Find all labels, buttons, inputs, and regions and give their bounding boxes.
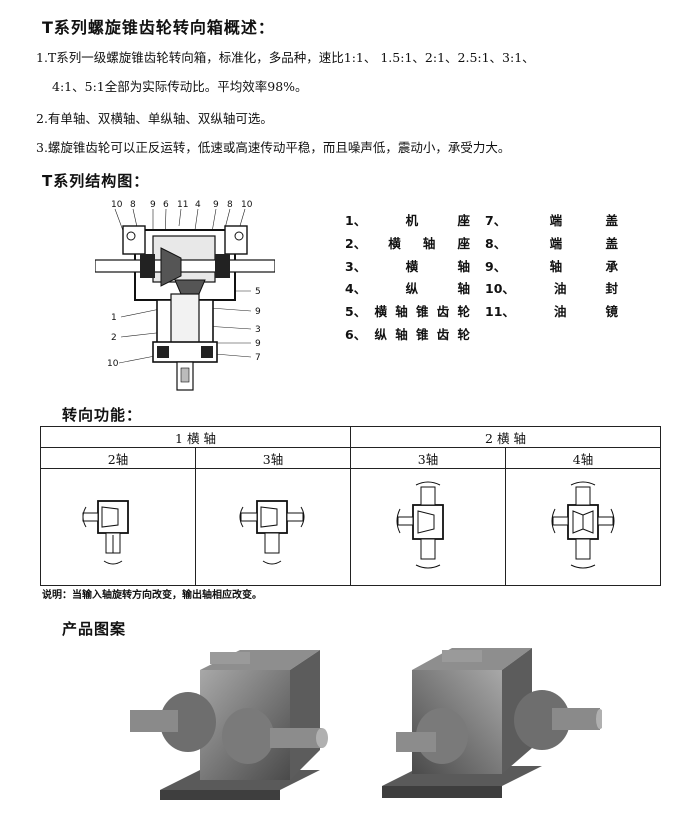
legend-entry-left: 2、 横 轴 座 xyxy=(345,233,470,256)
num-left-1: 2 xyxy=(111,333,117,343)
num-top-8: 10 xyxy=(241,200,253,210)
legend-char: 镜 xyxy=(605,304,618,320)
legend-number: 5、 xyxy=(345,304,367,320)
legend-char: 横 xyxy=(405,258,419,274)
legend-char: 锥 xyxy=(415,304,429,320)
legend-number: 4、 xyxy=(345,281,367,297)
group-1-header: 1 横 轴 xyxy=(40,426,351,448)
legend-number: 2、 xyxy=(345,235,367,251)
config-3-shaft-a xyxy=(195,468,351,586)
legend-char: 齿 xyxy=(436,304,450,320)
legend-entry-right: 9、 轴 承 xyxy=(485,256,618,279)
legend-entry-left: 5、横轴锥齿轮 xyxy=(345,301,470,324)
product-photo-1 xyxy=(130,640,340,812)
num-right-1: 9 xyxy=(255,307,261,317)
num-top-6: 9 xyxy=(213,200,219,210)
paragraph-3: 3.螺旋锥齿轮可以正反运转，低速或高速传动平稳，而且噪声低，震动小，承受力大。 xyxy=(36,140,511,155)
col-header-3: 4轴 xyxy=(505,447,661,469)
product-photo-2 xyxy=(372,636,602,812)
num-right-4: 7 xyxy=(255,353,261,363)
legend-char: 油 xyxy=(553,304,567,320)
legend-char: 盖 xyxy=(605,213,618,228)
structure-diagram: 10 8 9 6 11 4 9 8 10 5 9 3 9 7 1 2 10 xyxy=(95,196,275,396)
num-right-0: 5 xyxy=(255,287,261,297)
legend-row: 5、横轴锥齿轮 11、 油 镜 xyxy=(345,301,645,324)
legend-entry-right: 8、 端 盖 xyxy=(485,233,618,256)
num-top-4: 11 xyxy=(177,200,188,210)
legend-char: 轮 xyxy=(457,326,470,342)
heading-structure: T系列结构图： xyxy=(42,172,150,190)
config-2-shaft-a xyxy=(40,468,196,586)
legend-entry-right: 10、 油 封 xyxy=(485,278,618,301)
legend-char: 端 xyxy=(549,235,563,251)
legend-char: 座 xyxy=(457,235,470,251)
legend-char: 座 xyxy=(457,213,470,228)
paragraph-2: 2.有单轴、双横轴、单纵轴、双纵轴可选。 xyxy=(36,111,273,126)
legend-char: 封 xyxy=(605,281,618,297)
legend-number: 3、 xyxy=(345,258,367,274)
config-3-shaft-b xyxy=(350,468,506,586)
legend-row: 4、 纵 轴 10、 油 封 xyxy=(345,278,645,301)
legend-number: 1、 xyxy=(345,213,367,228)
heading-direction: 转向功能： xyxy=(62,406,143,424)
col-header-1: 3轴 xyxy=(195,447,351,469)
num-left-2: 10 xyxy=(107,359,119,369)
num-right-3: 9 xyxy=(255,339,261,349)
legend-entry-left: 6、纵轴锥齿轮 xyxy=(345,324,470,347)
legend-entry-right: 11、 油 镜 xyxy=(485,301,618,324)
legend-entry-left: 1、 机 座 xyxy=(345,210,470,233)
legend-number: 6、 xyxy=(345,326,367,342)
num-right-2: 3 xyxy=(255,325,261,335)
legend-char: 承 xyxy=(605,258,618,274)
legend-entry-left: 3、 横 轴 xyxy=(345,256,470,279)
col-header-0: 2轴 xyxy=(40,447,196,469)
legend-row: 6、纵轴锥齿轮 xyxy=(345,324,645,347)
col-header-2: 3轴 xyxy=(350,447,506,469)
legend-char: 纵 xyxy=(405,281,419,297)
legend-number: 10、 xyxy=(485,281,515,297)
legend-number: 8、 xyxy=(485,235,507,251)
heading-overview: T系列螺旋锥齿轮转向箱概述： xyxy=(42,18,275,37)
legend-char: 轴 xyxy=(457,258,470,274)
legend-char: 机 xyxy=(405,213,419,228)
config-4-shaft xyxy=(505,468,661,586)
legend-char: 轴 xyxy=(549,258,563,274)
legend-entry-left: 4、 纵 轴 xyxy=(345,278,470,301)
num-top-3: 6 xyxy=(163,200,169,210)
legend-char: 齿 xyxy=(436,326,450,342)
legend-char: 轮 xyxy=(457,304,470,320)
legend-char: 横 xyxy=(374,304,387,320)
group-2-header: 2 横 轴 xyxy=(350,426,661,448)
legend-char: 横 xyxy=(388,235,401,251)
legend-char: 盖 xyxy=(605,235,618,251)
legend-number: 11、 xyxy=(485,304,515,320)
num-top-5: 4 xyxy=(195,200,201,210)
paragraph-1: 1.T系列一级螺旋锥齿轮转向箱，标准化，多品种，速比1:1、 1.5:1、2:1… xyxy=(36,50,535,65)
legend-char: 轴 xyxy=(422,235,436,251)
num-top-7: 8 xyxy=(227,200,233,210)
direction-table: 1 横 轴 2 横 轴 2轴 3轴 3轴 4轴 xyxy=(40,426,661,586)
legend-char: 油 xyxy=(553,281,567,297)
legend-char: 纵 xyxy=(374,326,387,342)
legend-row: 1、 机 座 7、 端 盖 xyxy=(345,210,645,233)
paragraph-1-cont: 4:1、5:1全部为实际传动比。平均效率98%。 xyxy=(52,79,308,94)
num-top-0: 10 xyxy=(111,200,123,210)
legend-char: 锥 xyxy=(415,326,429,342)
legend-entry-right: 7、 端 盖 xyxy=(485,210,618,233)
legend-char: 端 xyxy=(549,213,563,228)
legend-char: 轴 xyxy=(395,326,408,342)
num-top-1: 8 xyxy=(130,200,136,210)
legend-char: 轴 xyxy=(457,281,470,297)
legend-number: 9、 xyxy=(485,258,507,274)
legend-char: 轴 xyxy=(395,304,408,320)
legend-row: 2、 横 轴 座 8、 端 盖 xyxy=(345,233,645,256)
num-left-0: 1 xyxy=(111,313,117,323)
heading-products: 产品图案 xyxy=(62,620,127,638)
direction-note: 说明：当输入轴旋转方向改变，输出轴相应改变。 xyxy=(42,590,262,601)
num-top-2: 9 xyxy=(150,200,156,210)
legend-number: 7、 xyxy=(485,213,507,228)
